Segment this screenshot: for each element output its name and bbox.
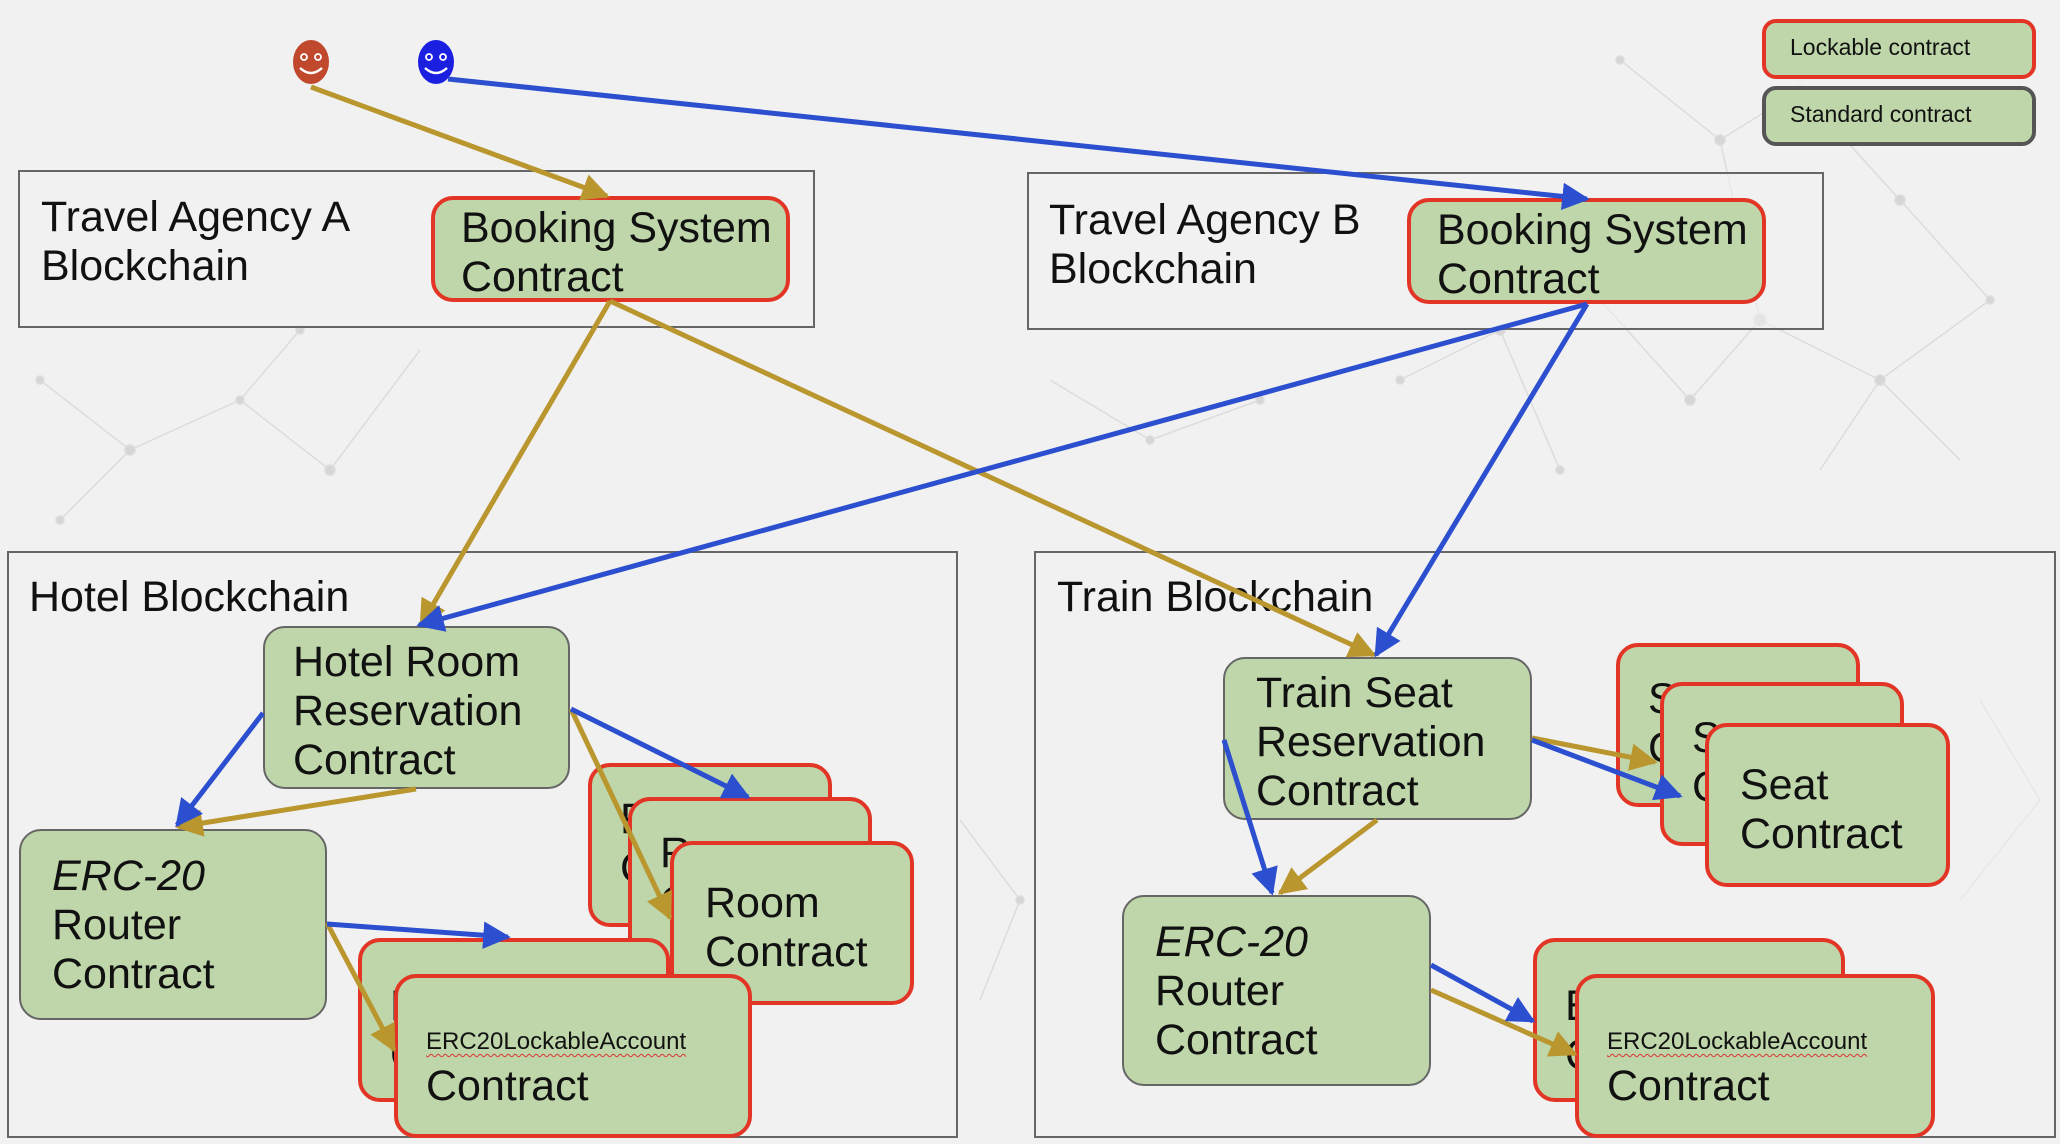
agency-a-booking-label: Booking System Contract [461,204,772,301]
travel-agency-a-title: Travel Agency A Blockchain [41,193,351,290]
agency-a-booking-system-contract: Booking System Contract [431,196,790,302]
train-blockchain-title: Train Blockchain [1057,573,1374,621]
train-router-text: ERC-20 Router Contract [1155,918,1318,1065]
train-erc20-lockable-account-contract: ERC20LockableAccount Contract [1575,974,1935,1138]
legend-lockable-label: Lockable contract [1790,34,1971,60]
train-erc20-router-contract: ERC-20 Router Contract [1122,895,1431,1086]
train-erc20-contract-label: Contract [1607,1062,1770,1110]
hotel-erc20-router-contract: ERC-20 Router Contract [19,829,327,1020]
train-seat-reservation-contract: Train Seat Reservation Contract [1223,657,1532,820]
hotel-router-erc-label: ERC-20 [52,852,205,900]
hotel-room-contract: Room Contract [670,841,914,1005]
hotel-room-reservation-contract: Hotel Room Reservation Contract [263,626,570,789]
train-erc20-lockable-label: ERC20LockableAccount [1607,1028,1868,1055]
hotel-erc20-lockable-label: ERC20LockableAccount [426,1028,687,1055]
smiley-head [293,40,329,84]
hotel-router-label: Router Contract [52,901,215,998]
hotel-router-text: ERC-20 Router Contract [52,852,215,999]
bob-smiley-icon [418,40,454,84]
alice-smiley-icon [293,40,329,84]
agency-b-booking-label: Booking System Contract [1437,206,1748,303]
smiley-head [418,40,454,84]
legend-standard-label: Standard contract [1790,101,1972,127]
room-contract-label: Room Contract [705,879,868,976]
legend-standard: Standard contract [1762,86,2036,146]
hotel-erc20-contract-label: Contract [426,1062,589,1110]
legend-lockable: Lockable contract [1762,19,2036,79]
hotel-erc20-lockable-account-contract: ERC20LockableAccount Contract [394,974,752,1138]
train-router-label: Router Contract [1155,967,1318,1064]
hotel-blockchain-title: Hotel Blockchain [29,573,350,621]
train-reservation-label: Train Seat Reservation Contract [1256,669,1486,815]
seat-contract-label: Seat Contract [1740,761,1903,858]
train-router-erc-label: ERC-20 [1155,918,1308,966]
train-seat-contract: Seat Contract [1705,723,1950,887]
travel-agency-b-title: Travel Agency B Blockchain [1049,196,1361,293]
hotel-reservation-label: Hotel Room Reservation Contract [293,638,523,784]
agency-b-booking-system-contract: Booking System Contract [1407,198,1766,304]
